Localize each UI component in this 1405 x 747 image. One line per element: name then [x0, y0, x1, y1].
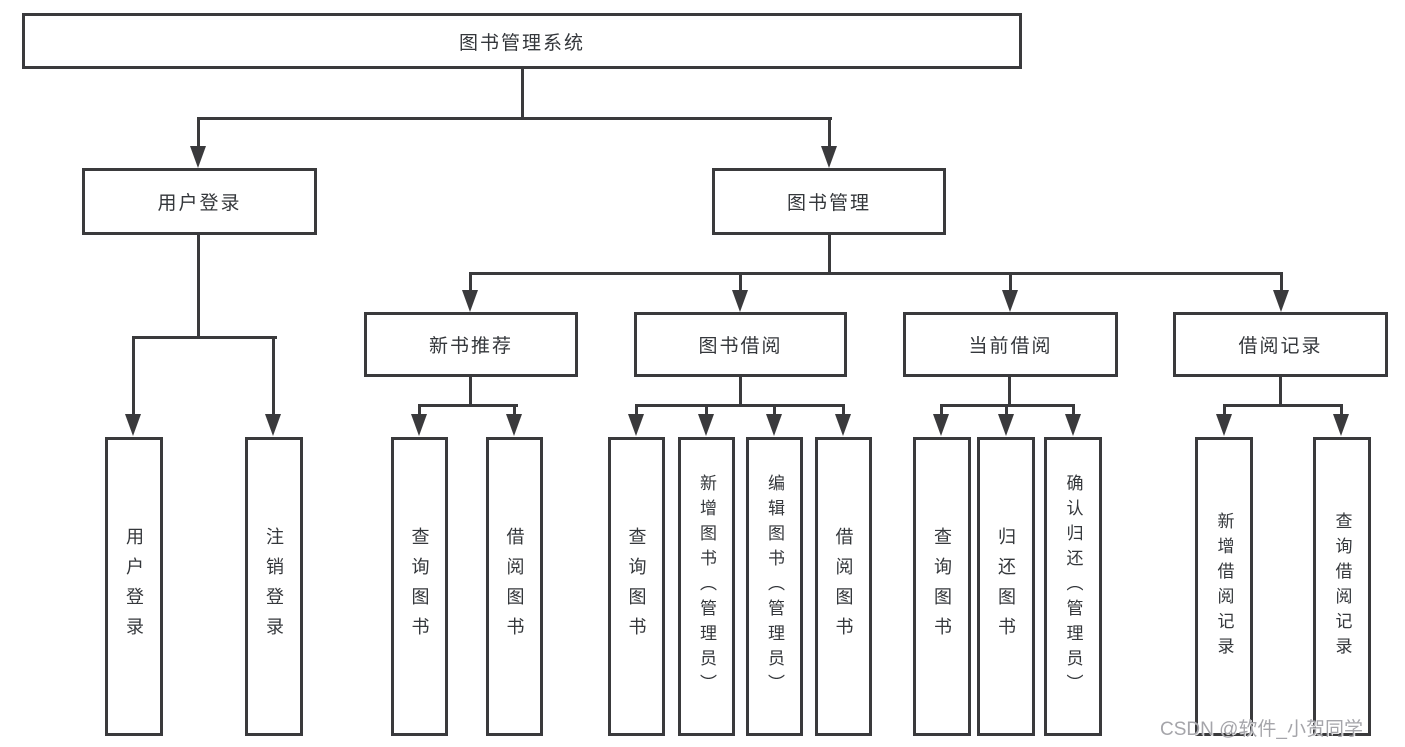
connector-line [1223, 404, 1343, 407]
leaf-query-borrow-record: 查询借阅记录 [1313, 437, 1371, 736]
connector-line [705, 404, 708, 418]
node-current-borrowing: 当前借阅 [903, 312, 1118, 377]
leaf-query-books-current: 查询图书 [913, 437, 971, 736]
connector-line [469, 272, 1283, 275]
arrow-down-icon [1273, 290, 1289, 312]
connector-line [940, 404, 943, 418]
connector-line [773, 404, 776, 418]
connector-line [1005, 404, 1008, 418]
leaf-add-borrow-record: 新增借阅记录 [1195, 437, 1253, 736]
arrow-down-icon [1216, 414, 1232, 436]
leaf-borrow-books-recommend: 借阅图书 [486, 437, 543, 736]
connector-line [132, 336, 135, 418]
node-label: 新书推荐 [428, 336, 513, 357]
connector-line [842, 404, 845, 418]
leaf-add-book-admin: 新增图书（管理员） [678, 437, 735, 736]
node-label: 借阅记录 [1238, 336, 1323, 357]
connector-line [1072, 404, 1075, 418]
connector-line [197, 235, 200, 338]
arrow-down-icon [732, 290, 748, 312]
node-new-book-recommend: 新书推荐 [364, 312, 578, 377]
connector-line [635, 404, 638, 418]
connector-line [739, 377, 742, 407]
node-label: 查询图书 [932, 526, 952, 647]
leaf-logout: 注销登录 [245, 437, 303, 736]
node-label: 归还图书 [996, 526, 1016, 647]
arrow-down-icon [506, 414, 522, 436]
node-label: 编辑图书（管理员） [765, 474, 784, 699]
node-label: 查询图书 [626, 526, 647, 647]
connector-line [1008, 377, 1011, 407]
connector-line [272, 336, 275, 418]
node-book-management: 图书管理 [712, 168, 946, 235]
connector-line [1340, 404, 1343, 418]
connector-line [828, 117, 831, 150]
leaf-query-books-recommend: 查询图书 [391, 437, 448, 736]
node-label: 借阅图书 [833, 526, 854, 647]
node-label: 新增图书（管理员） [697, 474, 716, 699]
connector-line [197, 117, 832, 120]
node-label: 确认归还（管理员） [1063, 474, 1083, 699]
leaf-query-books-borrowing: 查询图书 [608, 437, 665, 736]
node-label: 图书借阅 [698, 336, 783, 357]
connector-line [513, 404, 516, 418]
arrow-down-icon [835, 414, 851, 436]
leaf-borrow-books: 借阅图书 [815, 437, 872, 736]
connector-line [1280, 272, 1283, 295]
arrow-down-icon [628, 414, 644, 436]
node-label: 用户登录 [124, 526, 144, 647]
connector-line [469, 377, 472, 407]
leaf-edit-book-admin: 编辑图书（管理员） [746, 437, 803, 736]
node-label: 新增借阅记录 [1214, 511, 1234, 662]
arrow-down-icon [411, 414, 427, 436]
arrow-down-icon [1333, 414, 1349, 436]
connector-line [828, 235, 831, 275]
arrow-down-icon [190, 146, 206, 168]
arrow-down-icon [698, 414, 714, 436]
connector-line [197, 117, 200, 150]
arrow-down-icon [766, 414, 782, 436]
leaf-return-books: 归还图书 [977, 437, 1035, 736]
leaf-confirm-return-admin: 确认归还（管理员） [1044, 437, 1102, 736]
csdn-watermark: CSDN @软件_小贺同学 [1160, 719, 1363, 740]
arrow-down-icon [821, 146, 837, 168]
connector-line [521, 69, 524, 119]
arrow-down-icon [933, 414, 949, 436]
node-user-login: 用户登录 [82, 168, 317, 235]
node-book-borrowing: 图书借阅 [634, 312, 847, 377]
connector-line [1279, 377, 1282, 407]
node-borrow-records: 借阅记录 [1173, 312, 1388, 377]
arrow-down-icon [265, 414, 281, 436]
node-label: 用户登录 [157, 193, 242, 214]
connector-line [739, 272, 742, 295]
connector-line [1223, 404, 1226, 418]
connector-line [418, 404, 518, 407]
node-label: 借阅图书 [504, 526, 525, 647]
leaf-user-login: 用户登录 [105, 437, 163, 736]
arrow-down-icon [1065, 414, 1081, 436]
connector-line [132, 336, 277, 339]
connector-line [635, 404, 845, 407]
arrow-down-icon [1002, 290, 1018, 312]
connector-line [1009, 272, 1012, 295]
connector-line [469, 272, 472, 295]
connector-line [418, 404, 421, 418]
node-label: 图书管理系统 [458, 32, 585, 54]
node-label: 查询借阅记录 [1332, 511, 1352, 662]
node-label: 查询图书 [409, 526, 430, 647]
arrow-down-icon [998, 414, 1014, 436]
arrow-down-icon [125, 414, 141, 436]
node-label: 当前借阅 [968, 336, 1053, 357]
node-library-system: 图书管理系统 [22, 13, 1022, 69]
arrow-down-icon [462, 290, 478, 312]
node-label: 注销登录 [264, 526, 284, 647]
node-label: 图书管理 [786, 193, 871, 214]
